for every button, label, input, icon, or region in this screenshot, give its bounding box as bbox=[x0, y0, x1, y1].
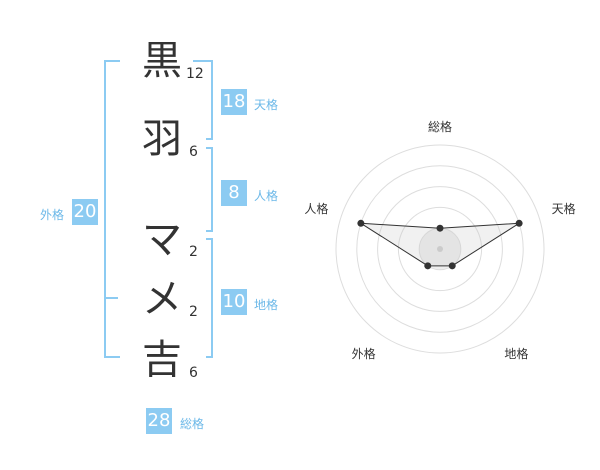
radar-point-4 bbox=[424, 262, 432, 270]
stroke-count-5: 6 bbox=[189, 365, 198, 381]
name-char-1: 黒 bbox=[142, 38, 182, 84]
tenkaku-bracket bbox=[193, 60, 213, 140]
chikaku-value: 10 bbox=[221, 289, 247, 315]
stroke-count-3: 2 bbox=[189, 244, 198, 260]
radar-axis-label-3: 地格 bbox=[504, 346, 528, 361]
chikaku-label: 地格 bbox=[254, 298, 279, 312]
soukaku-value: 28 bbox=[146, 408, 172, 434]
radar-ring-2 bbox=[397, 206, 483, 292]
radar-axis-label-5: 人格 bbox=[304, 201, 328, 216]
jinkaku-label: 人格 bbox=[254, 189, 279, 203]
tenkaku-value: 18 bbox=[221, 89, 247, 115]
radar-point-1 bbox=[436, 224, 444, 232]
radar-axis-label-4: 外格 bbox=[352, 346, 376, 361]
gaikaku-bracket bbox=[104, 60, 120, 358]
name-char-2: 羽 bbox=[142, 116, 182, 162]
jinkaku-value: 8 bbox=[221, 180, 247, 206]
radar-point-3 bbox=[448, 262, 456, 270]
jinkaku-bracket bbox=[206, 147, 213, 232]
radar-ring-5 bbox=[335, 144, 545, 354]
radar-point-2 bbox=[515, 219, 523, 227]
radar-ring-3 bbox=[377, 186, 503, 312]
name-char-3: マ bbox=[142, 217, 182, 263]
soukaku-label: 総格 bbox=[180, 417, 205, 431]
radar-axis-label-2: 天格 bbox=[552, 201, 576, 216]
gaikaku-value: 20 bbox=[72, 199, 98, 225]
gaikaku-label: 外格 bbox=[40, 208, 65, 222]
tenkaku-label: 天格 bbox=[254, 98, 279, 112]
radar-polygon bbox=[360, 222, 520, 267]
name-char-4: メ bbox=[142, 276, 182, 322]
name-char-5: 吉 bbox=[142, 337, 182, 383]
stroke-count-4: 2 bbox=[189, 304, 198, 320]
chikaku-bracket bbox=[206, 238, 213, 358]
stroke-count-1: 12 bbox=[186, 66, 204, 82]
stroke-count-2: 6 bbox=[189, 144, 198, 160]
radar-ring-4 bbox=[356, 165, 524, 333]
radar-point-5 bbox=[357, 219, 365, 227]
radar-axis-label-1: 総格 bbox=[428, 119, 452, 134]
radar-center-dot bbox=[437, 246, 443, 252]
